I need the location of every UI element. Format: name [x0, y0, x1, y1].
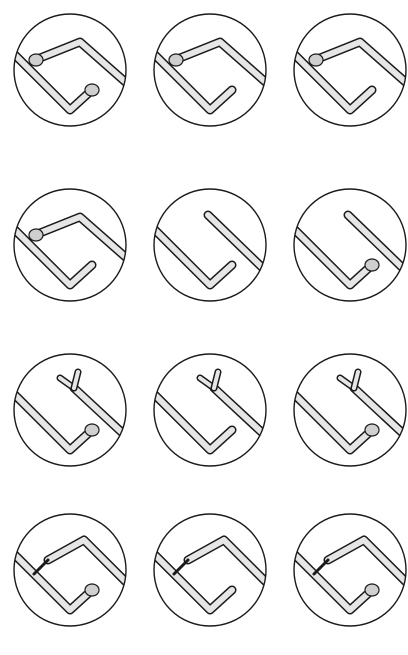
upper-fork-end	[340, 372, 358, 388]
upper-pointed-end	[174, 560, 188, 574]
lower-shaft-fill	[290, 225, 372, 285]
figure-cell-r4-c2	[150, 514, 270, 626]
upper-shaft-fill	[208, 215, 270, 275]
figure-cell-r1-c3	[290, 14, 408, 126]
upper-bulb-end	[309, 54, 323, 66]
figure-cell-r2-c2	[150, 189, 270, 301]
upper-shaft-fill	[328, 540, 408, 586]
upper-bulb-end	[169, 54, 183, 66]
figure-cell-r3-c2	[150, 354, 270, 466]
upper-pointed-end	[314, 560, 328, 574]
lower-shaft-fill	[10, 50, 92, 110]
upper-bulb-end	[29, 229, 43, 241]
figure-cell-r1-c1	[10, 14, 130, 126]
upper-fork-end	[60, 372, 78, 388]
lower-shaft-fill	[150, 225, 232, 285]
lower-shaft-fill	[290, 50, 372, 110]
figure-cell-r3-c1	[10, 354, 130, 466]
lower-bulb-end	[85, 84, 99, 96]
lower-bulb-end	[85, 584, 99, 596]
lower-shaft-fill	[10, 225, 92, 285]
figure-cell-r3-c3	[290, 354, 408, 466]
upper-fork-end	[200, 372, 218, 388]
figure-cell-r4-c3	[290, 514, 408, 626]
figure-cell-r1-c2	[150, 14, 270, 126]
lower-bulb-end	[365, 424, 379, 436]
upper-bulb-end	[29, 54, 43, 66]
lower-bulb-end	[365, 584, 379, 596]
figure-cell-r2-c3	[290, 189, 408, 301]
upper-shaft-fill	[354, 388, 408, 440]
upper-pointed-end	[34, 560, 48, 574]
lower-bulb-end	[365, 259, 379, 271]
lower-shaft-fill	[150, 50, 232, 110]
lower-bulb-end	[85, 424, 99, 436]
figure-cell-r4-c1	[10, 514, 130, 626]
figure-cell-r2-c1	[10, 189, 130, 301]
